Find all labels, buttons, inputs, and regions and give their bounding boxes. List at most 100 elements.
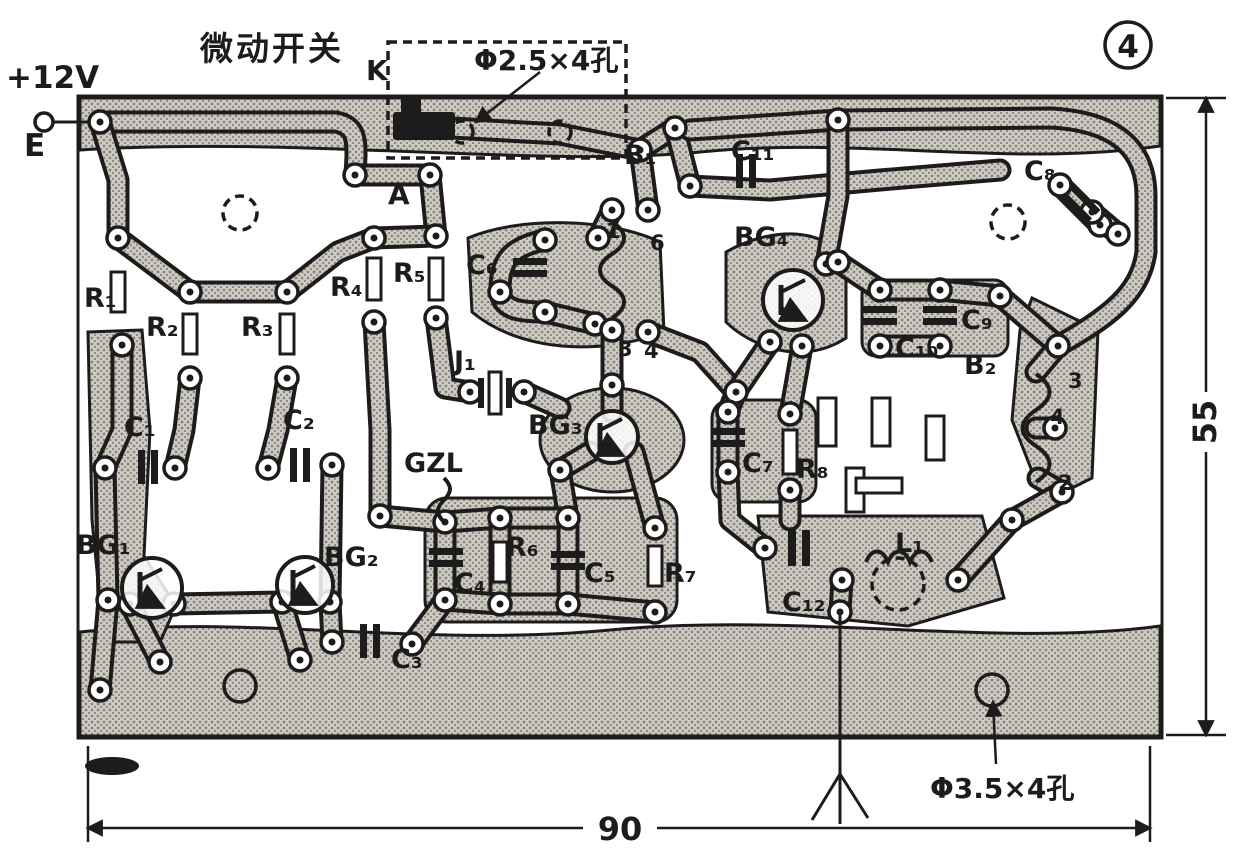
coil-B1-winding <box>598 220 626 320</box>
winding-tap-label: 1 <box>606 219 621 243</box>
solder-pad <box>342 162 368 188</box>
jumper-pad <box>924 414 946 462</box>
solder-pad <box>274 279 300 305</box>
solder-pad <box>825 249 851 275</box>
copper-trace <box>720 464 773 556</box>
solder-pad <box>255 455 281 481</box>
copper-trace <box>444 120 648 158</box>
component-label-B1: B₁ <box>624 140 656 171</box>
capacitor-C11-symbol <box>736 154 756 188</box>
solder-pad <box>585 225 611 251</box>
component-label-BG3: BG₃ <box>528 410 583 441</box>
capacitor-C9-symbol <box>923 306 957 325</box>
copper-trace <box>640 324 744 400</box>
switch-name-label: 微动开关 <box>199 29 344 68</box>
component-label-C3: C₃ <box>391 644 423 675</box>
copper-region <box>78 623 1162 738</box>
component-label-R4: R₄ <box>330 272 363 303</box>
solder-pad <box>1079 199 1105 225</box>
solder-pad <box>457 379 483 405</box>
component-label-C7: C₇ <box>742 448 774 479</box>
copper-trace <box>682 162 1008 198</box>
component-label-R2: R₂ <box>146 312 179 343</box>
component-label-C4: C₄ <box>454 568 486 599</box>
solder-pad <box>1049 479 1075 505</box>
transistor-BG4-symbol <box>761 268 825 332</box>
solder-pad <box>829 567 855 593</box>
solder-blob-mark <box>85 757 139 775</box>
solder-pad <box>162 455 188 481</box>
solder-pad <box>87 109 113 135</box>
solder-pad <box>92 455 118 481</box>
hole-note-leader-arrow <box>984 699 1003 765</box>
resistor-R6-symbol <box>491 540 509 584</box>
solder-pad <box>1105 221 1131 247</box>
solder-pad <box>417 162 443 188</box>
supply-terminal <box>33 111 90 133</box>
solder-pad <box>927 333 953 359</box>
solder-pad <box>547 457 573 483</box>
winding-tap-label: 6 <box>650 231 665 255</box>
jumper-pad <box>870 396 892 448</box>
solder-pad <box>599 317 625 343</box>
solder-pads <box>87 107 1131 703</box>
solder-pad <box>95 587 121 613</box>
copper-trace <box>97 337 130 476</box>
resistor-R2-symbol <box>181 312 199 356</box>
jumper-pads <box>816 396 946 514</box>
point-a-label: A <box>388 178 410 211</box>
solder-pad <box>274 365 300 391</box>
capacitor-C3-symbol <box>360 624 380 658</box>
solder-pad <box>927 277 953 303</box>
solder-pad <box>1045 333 1071 359</box>
solder-pad <box>109 332 135 358</box>
component-label-R1: R₁ <box>84 283 117 314</box>
component-label-B2: B₂ <box>964 350 996 381</box>
solder-pad <box>432 587 458 613</box>
solder-pad <box>177 365 203 391</box>
transistor-BG3-symbol <box>584 409 640 465</box>
solder-pad <box>789 333 815 359</box>
copper-trace <box>992 288 1066 354</box>
component-label-L1: L₁ <box>895 528 924 559</box>
copper-trace <box>92 114 364 183</box>
width-dimension: 90 <box>85 746 1153 848</box>
solder-pad <box>825 107 851 133</box>
solder-pad <box>147 649 173 675</box>
capacitor-C1-symbol <box>138 450 158 484</box>
coil-L1-symbol <box>864 549 934 612</box>
switch-outline-dashed-box <box>386 40 628 160</box>
emitter-terminal-label: E <box>24 128 45 164</box>
resistor-symbols <box>109 256 799 588</box>
capacitor-C10-symbol <box>863 306 897 325</box>
mounting-hole-dashed <box>221 194 259 232</box>
copper-trace <box>97 460 116 608</box>
transistor-BG2-symbol <box>275 555 335 615</box>
winding-tap-label: 3 <box>618 337 633 361</box>
winding-tap-label: 3 <box>1068 369 1083 393</box>
jumper-pad <box>816 396 838 448</box>
resistor-R4-symbol <box>365 256 383 302</box>
height-dimension-value: 55 <box>1186 400 1224 445</box>
solder-pad <box>945 567 971 593</box>
capacitor-C5-symbol <box>551 551 585 570</box>
height-dimension: 55 <box>1166 95 1226 738</box>
solder-pad <box>777 401 803 427</box>
solder-pad <box>599 372 625 398</box>
solder-pad <box>599 197 625 223</box>
winding-tap-label: 4 <box>644 339 659 363</box>
copper-trace <box>818 114 846 272</box>
capacitor-C4-symbol <box>429 548 463 567</box>
solder-pad <box>361 225 387 251</box>
capacitor-C2-symbol <box>290 448 310 482</box>
solder-pad <box>87 677 113 703</box>
solder-pad <box>677 173 703 199</box>
switch-designator-label: K <box>366 54 389 87</box>
copper-trace <box>92 114 126 246</box>
solder-pad <box>319 629 345 655</box>
solder-pad <box>642 515 668 541</box>
component-label-J1: J₁ <box>452 346 476 377</box>
